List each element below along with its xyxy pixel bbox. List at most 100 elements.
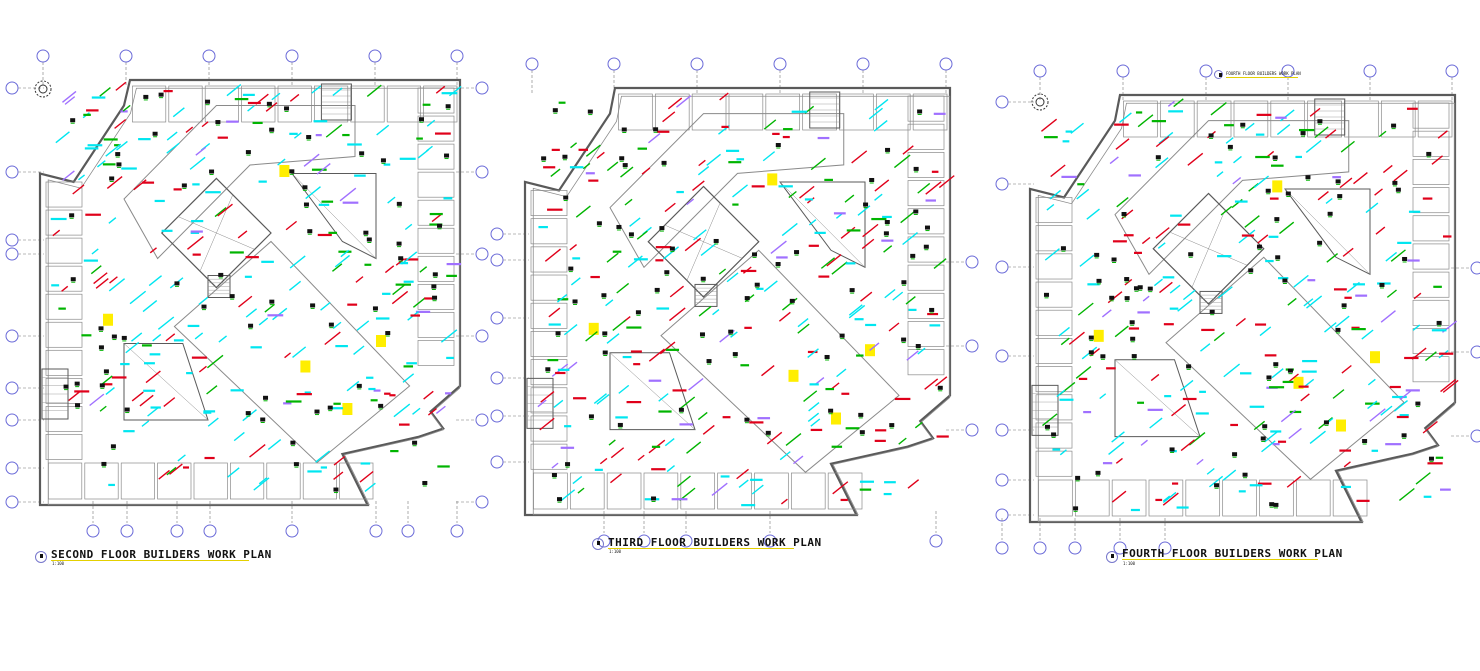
equipment-symbol-icon	[1327, 211, 1333, 216]
annotation-tag	[1249, 484, 1263, 487]
equipment-symbol-icon	[1129, 320, 1135, 325]
grid-bubble-icon	[5, 461, 19, 475]
equipment-symbol-icon	[174, 285, 179, 287]
room	[530, 190, 568, 217]
equipment-symbol-icon	[98, 326, 104, 331]
grid-bubble-icon	[965, 339, 979, 353]
annotation-tag	[538, 225, 548, 229]
grid-bubble-icon	[86, 524, 100, 538]
equipment-symbol-icon	[744, 417, 750, 422]
annotation-tag	[1270, 430, 1282, 433]
equipment-symbol-icon	[616, 224, 622, 229]
equipment-symbol-icon	[552, 108, 558, 113]
equipment-symbol-icon	[1287, 368, 1293, 373]
grid-bubble-icon	[1033, 541, 1047, 555]
annotation-tag	[859, 480, 874, 483]
annotation-tag	[1405, 389, 1420, 392]
equipment-symbol-icon	[209, 169, 215, 174]
equipment-symbol-icon	[1111, 257, 1117, 262]
equipment-symbol-icon	[1131, 354, 1137, 359]
room	[680, 472, 716, 510]
equipment-symbol-icon	[1379, 287, 1384, 289]
annotation-tag	[612, 250, 622, 253]
annotation-tag	[105, 143, 122, 157]
room	[417, 312, 455, 338]
stair-highlight	[588, 322, 599, 335]
annotation-tag	[1058, 326, 1070, 337]
equipment-symbol-icon	[602, 350, 608, 355]
annotation-tag	[1399, 414, 1409, 417]
room	[84, 462, 119, 500]
annotation-tag	[1332, 176, 1341, 179]
annotation-tag	[111, 376, 127, 379]
annotation-tag	[1075, 366, 1092, 379]
annotation-tag	[1049, 189, 1062, 200]
annotation-tag	[664, 202, 676, 213]
room	[266, 462, 301, 500]
annotation-tag	[874, 179, 890, 192]
equipment-symbol-icon	[1243, 477, 1248, 479]
annotation-tag	[902, 232, 918, 246]
room	[530, 218, 568, 245]
annotation-tag	[205, 191, 221, 194]
annotation-tag	[856, 354, 864, 357]
annotation-tag	[293, 132, 302, 139]
annotation-tag	[81, 334, 92, 337]
annotation-tag	[1155, 498, 1163, 502]
annotation-tag	[392, 284, 405, 296]
equipment-symbol-icon	[1274, 221, 1279, 223]
annotation-tag	[547, 208, 563, 211]
annotation-tag	[61, 285, 69, 292]
annotation-tag	[1276, 124, 1291, 136]
annotation-tag	[1404, 356, 1419, 360]
equipment-symbol-icon	[1109, 295, 1115, 300]
grid-bubble-icon	[1470, 345, 1480, 359]
annotation-tag	[826, 254, 842, 267]
equipment-symbol-icon	[75, 386, 80, 388]
annotation-tag	[1342, 247, 1354, 257]
annotation-tag	[166, 466, 177, 476]
annotation-tag	[732, 184, 748, 198]
annotation-tag	[192, 253, 201, 256]
corridor-wall	[1114, 120, 1350, 276]
annotation-tag	[206, 385, 218, 395]
void-cross	[686, 202, 721, 281]
equipment-symbol-icon	[929, 307, 935, 312]
annotation-tag	[1130, 508, 1140, 512]
annotation-tag	[315, 450, 331, 463]
room	[48, 462, 83, 500]
equipment-symbol-icon	[562, 154, 568, 159]
annotation-tag	[1217, 255, 1232, 258]
annotation-tag	[1307, 279, 1316, 282]
equipment-symbol-icon	[1328, 216, 1333, 218]
annotation-tag	[898, 437, 907, 445]
annotation-tag	[1265, 259, 1274, 263]
annotation-tag	[749, 421, 764, 424]
equipment-symbol-icon	[314, 409, 320, 414]
annotation-tag	[697, 411, 708, 421]
annotation-tag	[648, 348, 665, 362]
equipment-symbol-icon	[1138, 289, 1143, 291]
grid-bubble-icon	[1445, 64, 1459, 78]
equipment-symbol-icon	[1060, 246, 1066, 251]
annotation-tag	[684, 237, 702, 252]
equipment-symbol-icon	[1285, 191, 1291, 196]
annotation-tag	[633, 258, 648, 261]
equipment-symbol-icon	[752, 252, 758, 257]
equipment-symbol-icon	[1133, 286, 1139, 291]
equipment-symbol-icon	[937, 385, 943, 390]
grid-bubble-icon	[637, 534, 651, 548]
annotation-tag	[700, 243, 717, 256]
annotation-tag	[1116, 197, 1129, 208]
annotation-tag	[1162, 276, 1175, 279]
equipment-symbol-icon	[109, 180, 114, 182]
equipment-symbol-icon	[1261, 440, 1266, 442]
equipment-symbol-icon	[1044, 297, 1049, 299]
annotation-tag	[761, 365, 775, 377]
annotation-tag	[730, 331, 738, 338]
equipment-symbol-icon	[397, 246, 402, 248]
annotation-tag	[900, 210, 917, 224]
annotation-tag	[1264, 430, 1279, 443]
void-cross	[609, 352, 696, 430]
annotation-tag	[370, 399, 378, 402]
